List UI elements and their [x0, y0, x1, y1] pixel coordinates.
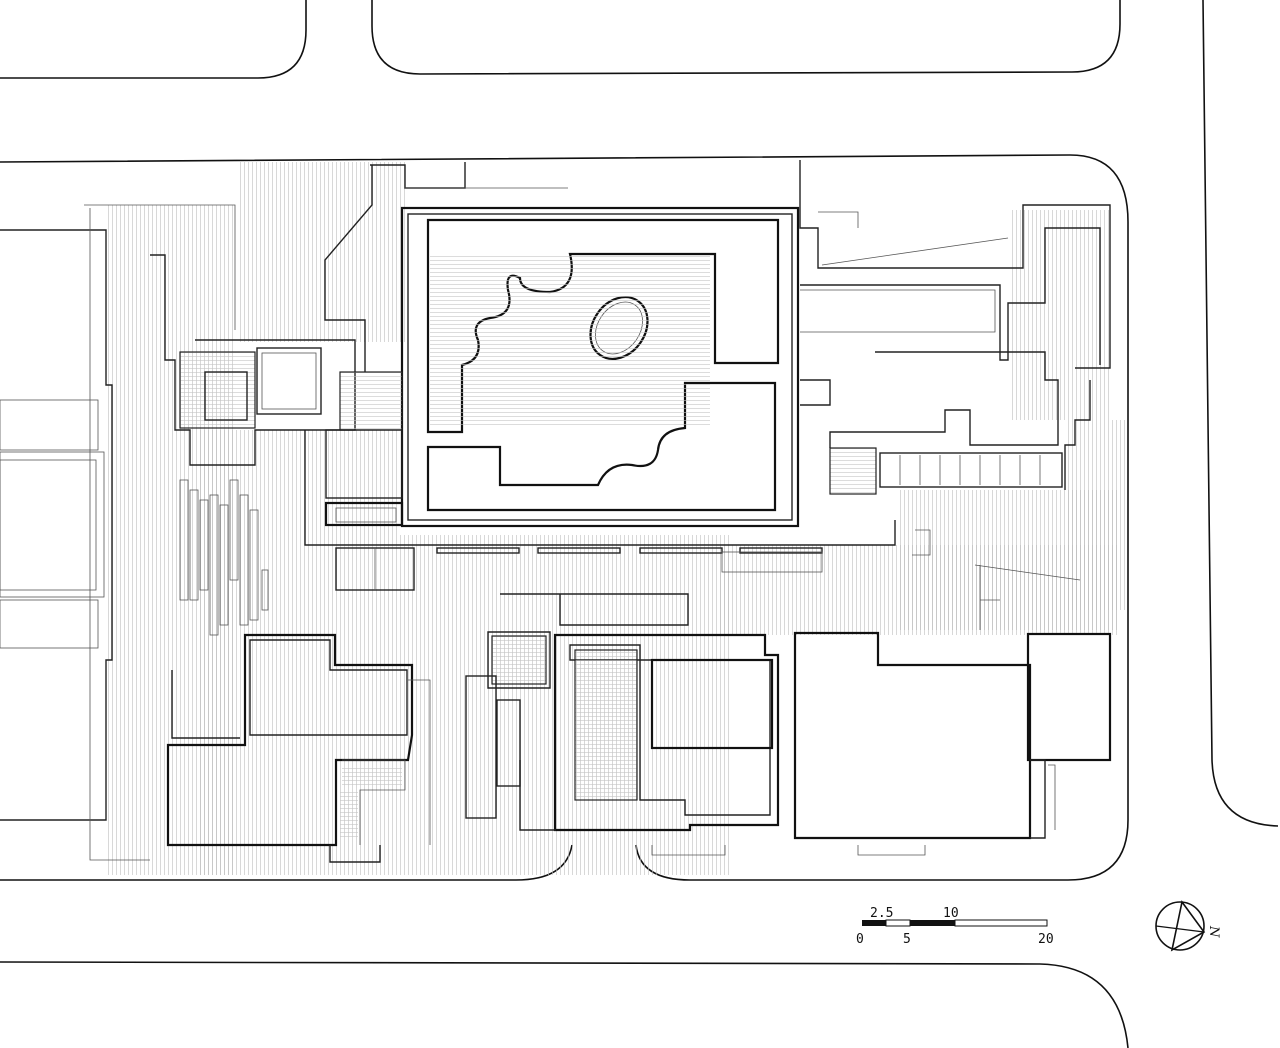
paved-ground [105, 162, 1125, 875]
louver-screen [179, 479, 269, 636]
scale-segment-2 [910, 920, 955, 926]
north-arrow[interactable]: N [1155, 900, 1221, 952]
scale-label-20: 20 [1038, 932, 1054, 947]
southeast-buildings [651, 564, 1112, 856]
south-center-buildings [465, 593, 780, 832]
central-building [304, 162, 896, 591]
east-wing-grid [899, 455, 1041, 485]
scale-label-5: 5 [903, 932, 911, 947]
scale-segment-0 [862, 920, 886, 926]
east-wing [799, 160, 1111, 556]
southwest-building [166, 633, 431, 863]
block-top-left [0, 0, 307, 79]
block-bottom-left [0, 961, 1129, 1048]
scale-bar[interactable]: 2.5 10 0 5 20 [856, 906, 1054, 947]
north-arrow-icon [1170, 900, 1206, 952]
block-right-street [1202, 0, 1279, 827]
scale-label-0: 0 [856, 932, 864, 947]
scale-segment-3 [954, 919, 1048, 927]
north-label: N [1206, 925, 1221, 938]
scale-label-10: 10 [943, 906, 959, 921]
block-top-center [371, 0, 1121, 75]
west-building [0, 204, 236, 861]
scale-label-2-5: 2.5 [870, 906, 893, 921]
